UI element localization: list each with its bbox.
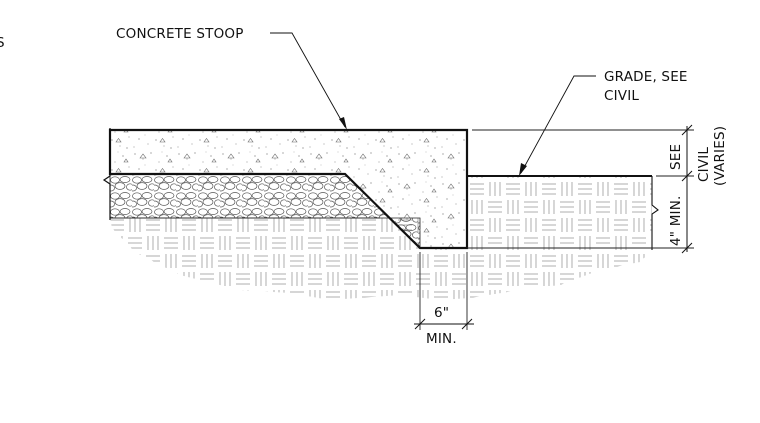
concrete-stoop-label: CONCRETE STOOP [116,26,244,42]
sheet-fragment-text: S [0,35,5,51]
grade-break-mark [651,176,659,250]
grade-label-line1: GRADE, SEE [604,69,688,85]
grade-label-line2: CIVIL [604,88,639,104]
width-value-text: 6" [434,305,449,321]
horizontal-dimension [414,318,474,330]
concrete-stoop-arrowhead [339,117,347,130]
break-line [102,128,111,220]
depth-min-text: 4" MIN. [668,195,684,246]
see-civil-text-line1: SEE [668,144,684,170]
grade-arrowhead [519,163,527,176]
see-civil-text-line3: (VARIES) [712,126,728,186]
compacted-soil-hatch [110,176,652,300]
width-min-text: MIN. [426,331,457,347]
vertical-dimension [681,124,693,254]
concrete-stoop-leader [270,32,346,128]
grade-leader [520,75,596,174]
see-civil-text-line2: CIVIL [696,147,712,182]
